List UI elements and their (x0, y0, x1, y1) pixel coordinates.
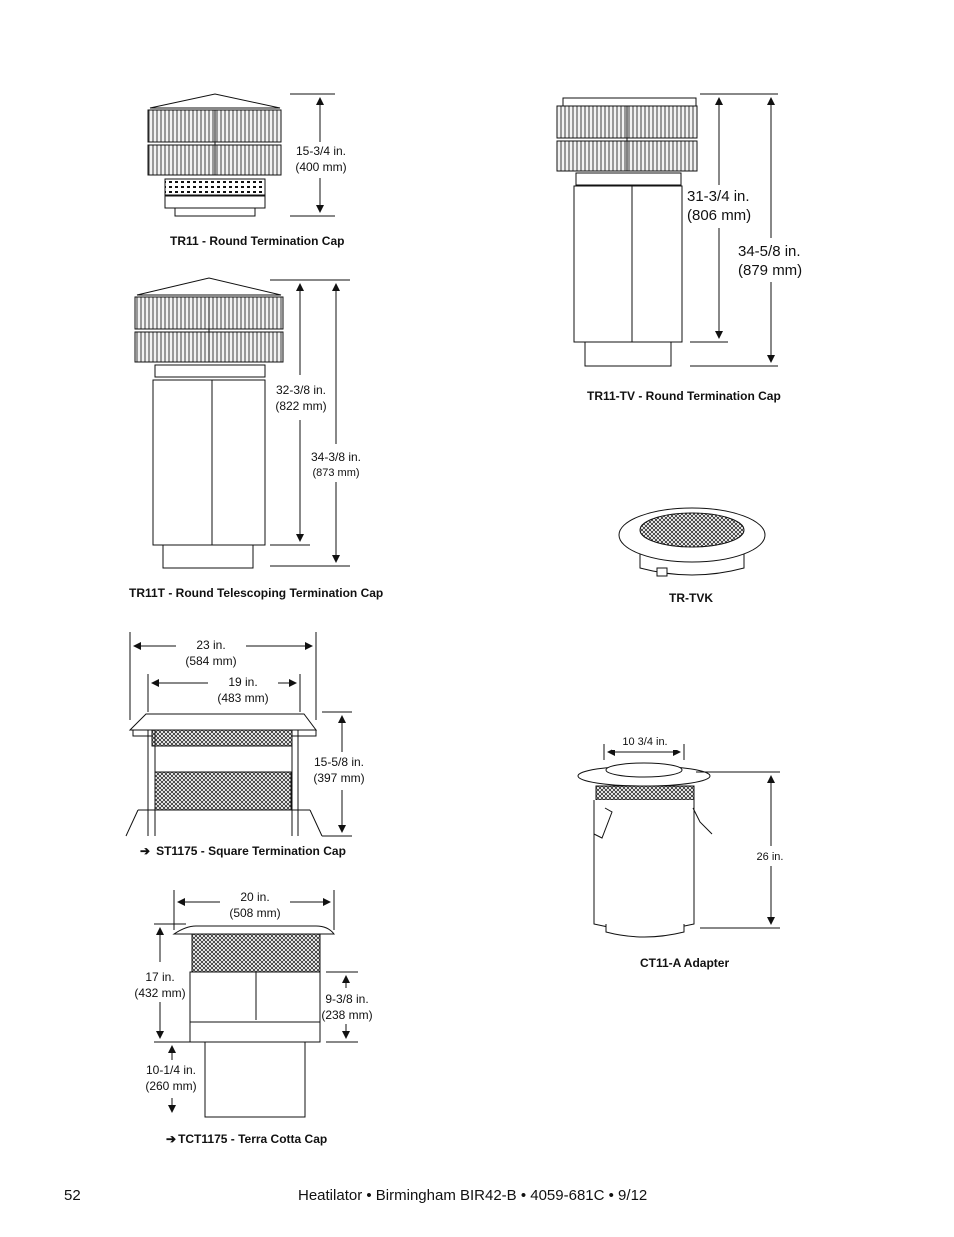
st1175-height-in: 15-5/8 in. (313, 755, 365, 769)
tct1175-height-mm: (432 mm) (134, 986, 186, 1000)
st1175-inner-width-label: 19 in. (483 mm) (208, 674, 278, 706)
tr11t-dim-b-label: 34-3/8 in. (873 mm) (300, 449, 372, 481)
st1175-outer-width-mm: (584 mm) (185, 654, 237, 668)
tr11tv-dim-a-in: 31-3/4 in. (687, 188, 750, 205)
tct1175-mid-in: 9-3/8 in. (325, 992, 369, 1006)
st1175-height-label: 15-5/8 in. (397 mm) (304, 754, 374, 786)
tct1175-width-in: 20 in. (240, 890, 270, 904)
tct1175-width-mm: (508 mm) (229, 906, 281, 920)
tr11t-dim-b-mm: (873 mm) (312, 467, 360, 479)
tr11-height-in: 15-3/4 in. (295, 144, 347, 158)
tct1175-mid-mm: (238 mm) (321, 1008, 373, 1022)
tct1175-low-mm: (260 mm) (145, 1079, 197, 1093)
tr11t-dim-a-mm: (822 mm) (275, 399, 327, 413)
tr11tv-dim-b-in: 34-5/8 in. (738, 243, 801, 260)
tr11t-dim-a-label: 32-3/8 in. (822 mm) (266, 382, 336, 414)
ct11a-width-label: 10 3/4 in. (612, 734, 678, 750)
trtvk-caption: TR-TVK (669, 591, 713, 605)
st1175-caption: ➔ ST1175 - Square Termination Cap (140, 844, 346, 858)
tct1175-height-in: 17 in. (145, 970, 175, 984)
tr11-height-mm: (400 mm) (295, 160, 347, 174)
ct11a-drawing (577, 744, 780, 938)
st1175-height-mm: (397 mm) (313, 771, 365, 785)
tct1175-caption: ➔TCT1175 - Terra Cotta Cap (166, 1132, 327, 1146)
document-footer: Heatilator • Birmingham BIR42-B • 4059-6… (298, 1187, 648, 1204)
tct1175-mid-label: 9-3/8 in. (238 mm) (312, 991, 382, 1023)
tr11-drawing (147, 93, 335, 217)
tr11t-dim-b-in: 34-3/8 in. (310, 450, 362, 464)
st1175-outer-width-label: 23 in. (584 mm) (176, 637, 246, 669)
tr11tv-caption: TR11-TV - Round Termination Cap (587, 389, 781, 403)
ct11a-caption: CT11-A Adapter (640, 956, 730, 970)
page-number: 52 (64, 1187, 81, 1204)
tr11t-caption: TR11T - Round Telescoping Termination Ca… (129, 586, 384, 600)
tct1175-low-label: 10-1/4 in. (260 mm) (136, 1062, 206, 1094)
tr11tv-dim-b-label: 34-5/8 in. (879 mm) (738, 242, 802, 280)
st1175-inner-width-in: 19 in. (228, 675, 258, 689)
tr11tv-dim-a-label: 31-3/4 in. (806 mm) (687, 187, 751, 225)
tr11-caption: TR11 - Round Termination Cap (170, 234, 345, 248)
st1175-inner-width-mm: (483 mm) (217, 691, 269, 705)
tr11t-drawing (134, 277, 350, 569)
tct1175-width-label: 20 in. (508 mm) (220, 889, 290, 921)
st1175-drawing (125, 632, 352, 837)
tct1175-low-in: 10-1/4 in. (145, 1063, 197, 1077)
ct11a-height-label: 26 in. (750, 849, 790, 865)
tr11tv-drawing (556, 93, 778, 367)
st1175-outer-width-in: 23 in. (196, 638, 226, 652)
arrow-right-icon: ➔ (166, 1132, 177, 1146)
tr11t-dim-a-in: 32-3/8 in. (275, 383, 327, 397)
tct1175-caption-text: TCT1175 - Terra Cotta Cap (178, 1132, 328, 1146)
tr11tv-dim-b-mm: (879 mm) (738, 262, 803, 279)
tr11tv-dim-a-mm: (806 mm) (687, 207, 752, 224)
tct1175-height-label: 17 in. (432 mm) (126, 969, 194, 1001)
tct1175-drawing (154, 890, 358, 1118)
tr11-height-label: 15-3/4 in. (400 mm) (286, 143, 356, 175)
arrow-right-icon: ➔ (140, 844, 151, 858)
st1175-caption-text: ST1175 - Square Termination Cap (156, 844, 346, 858)
trtvk-drawing (618, 507, 766, 577)
